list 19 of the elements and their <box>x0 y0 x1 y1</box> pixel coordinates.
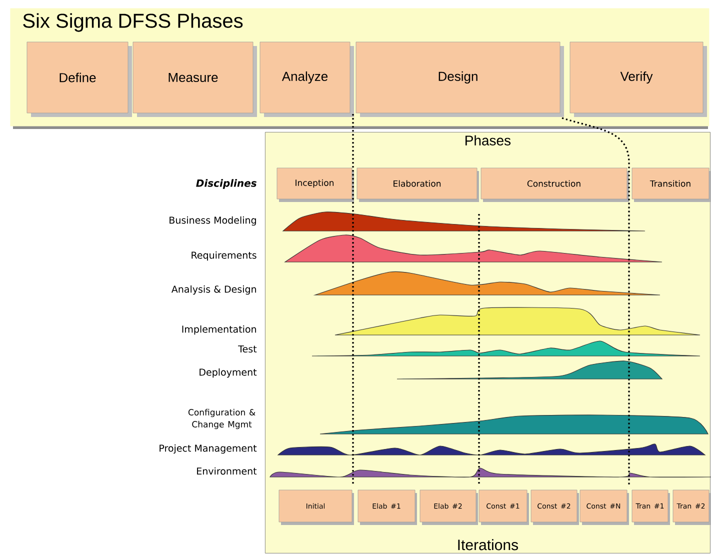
phase-box: Analyze <box>260 42 354 117</box>
phase-box: Measure <box>132 42 257 117</box>
discipline-label: Environment <box>197 467 257 475</box>
discipline-label: Disciplines <box>196 179 256 189</box>
phase-box: Elaboration <box>356 168 479 202</box>
discipline-label: Analysis & Design <box>172 285 256 295</box>
discipline-label: Requirements <box>192 251 256 261</box>
phase-box: Inception <box>276 168 354 202</box>
discipline-label: Implementation <box>182 325 256 335</box>
discipline-label: Project Management <box>160 444 257 454</box>
phase-box: Define <box>26 42 132 117</box>
phase-box: Verify <box>570 42 707 117</box>
discipline-label: Test <box>238 345 257 353</box>
phase-box: Construction <box>480 168 629 202</box>
discipline-label: Configuration & Change Mgmt <box>188 408 256 430</box>
discipline-label: Business Modeling <box>170 216 256 226</box>
phase-box: Design <box>356 42 564 117</box>
phase-box: Transition <box>632 168 711 202</box>
discipline-label: Deployment <box>200 368 257 378</box>
